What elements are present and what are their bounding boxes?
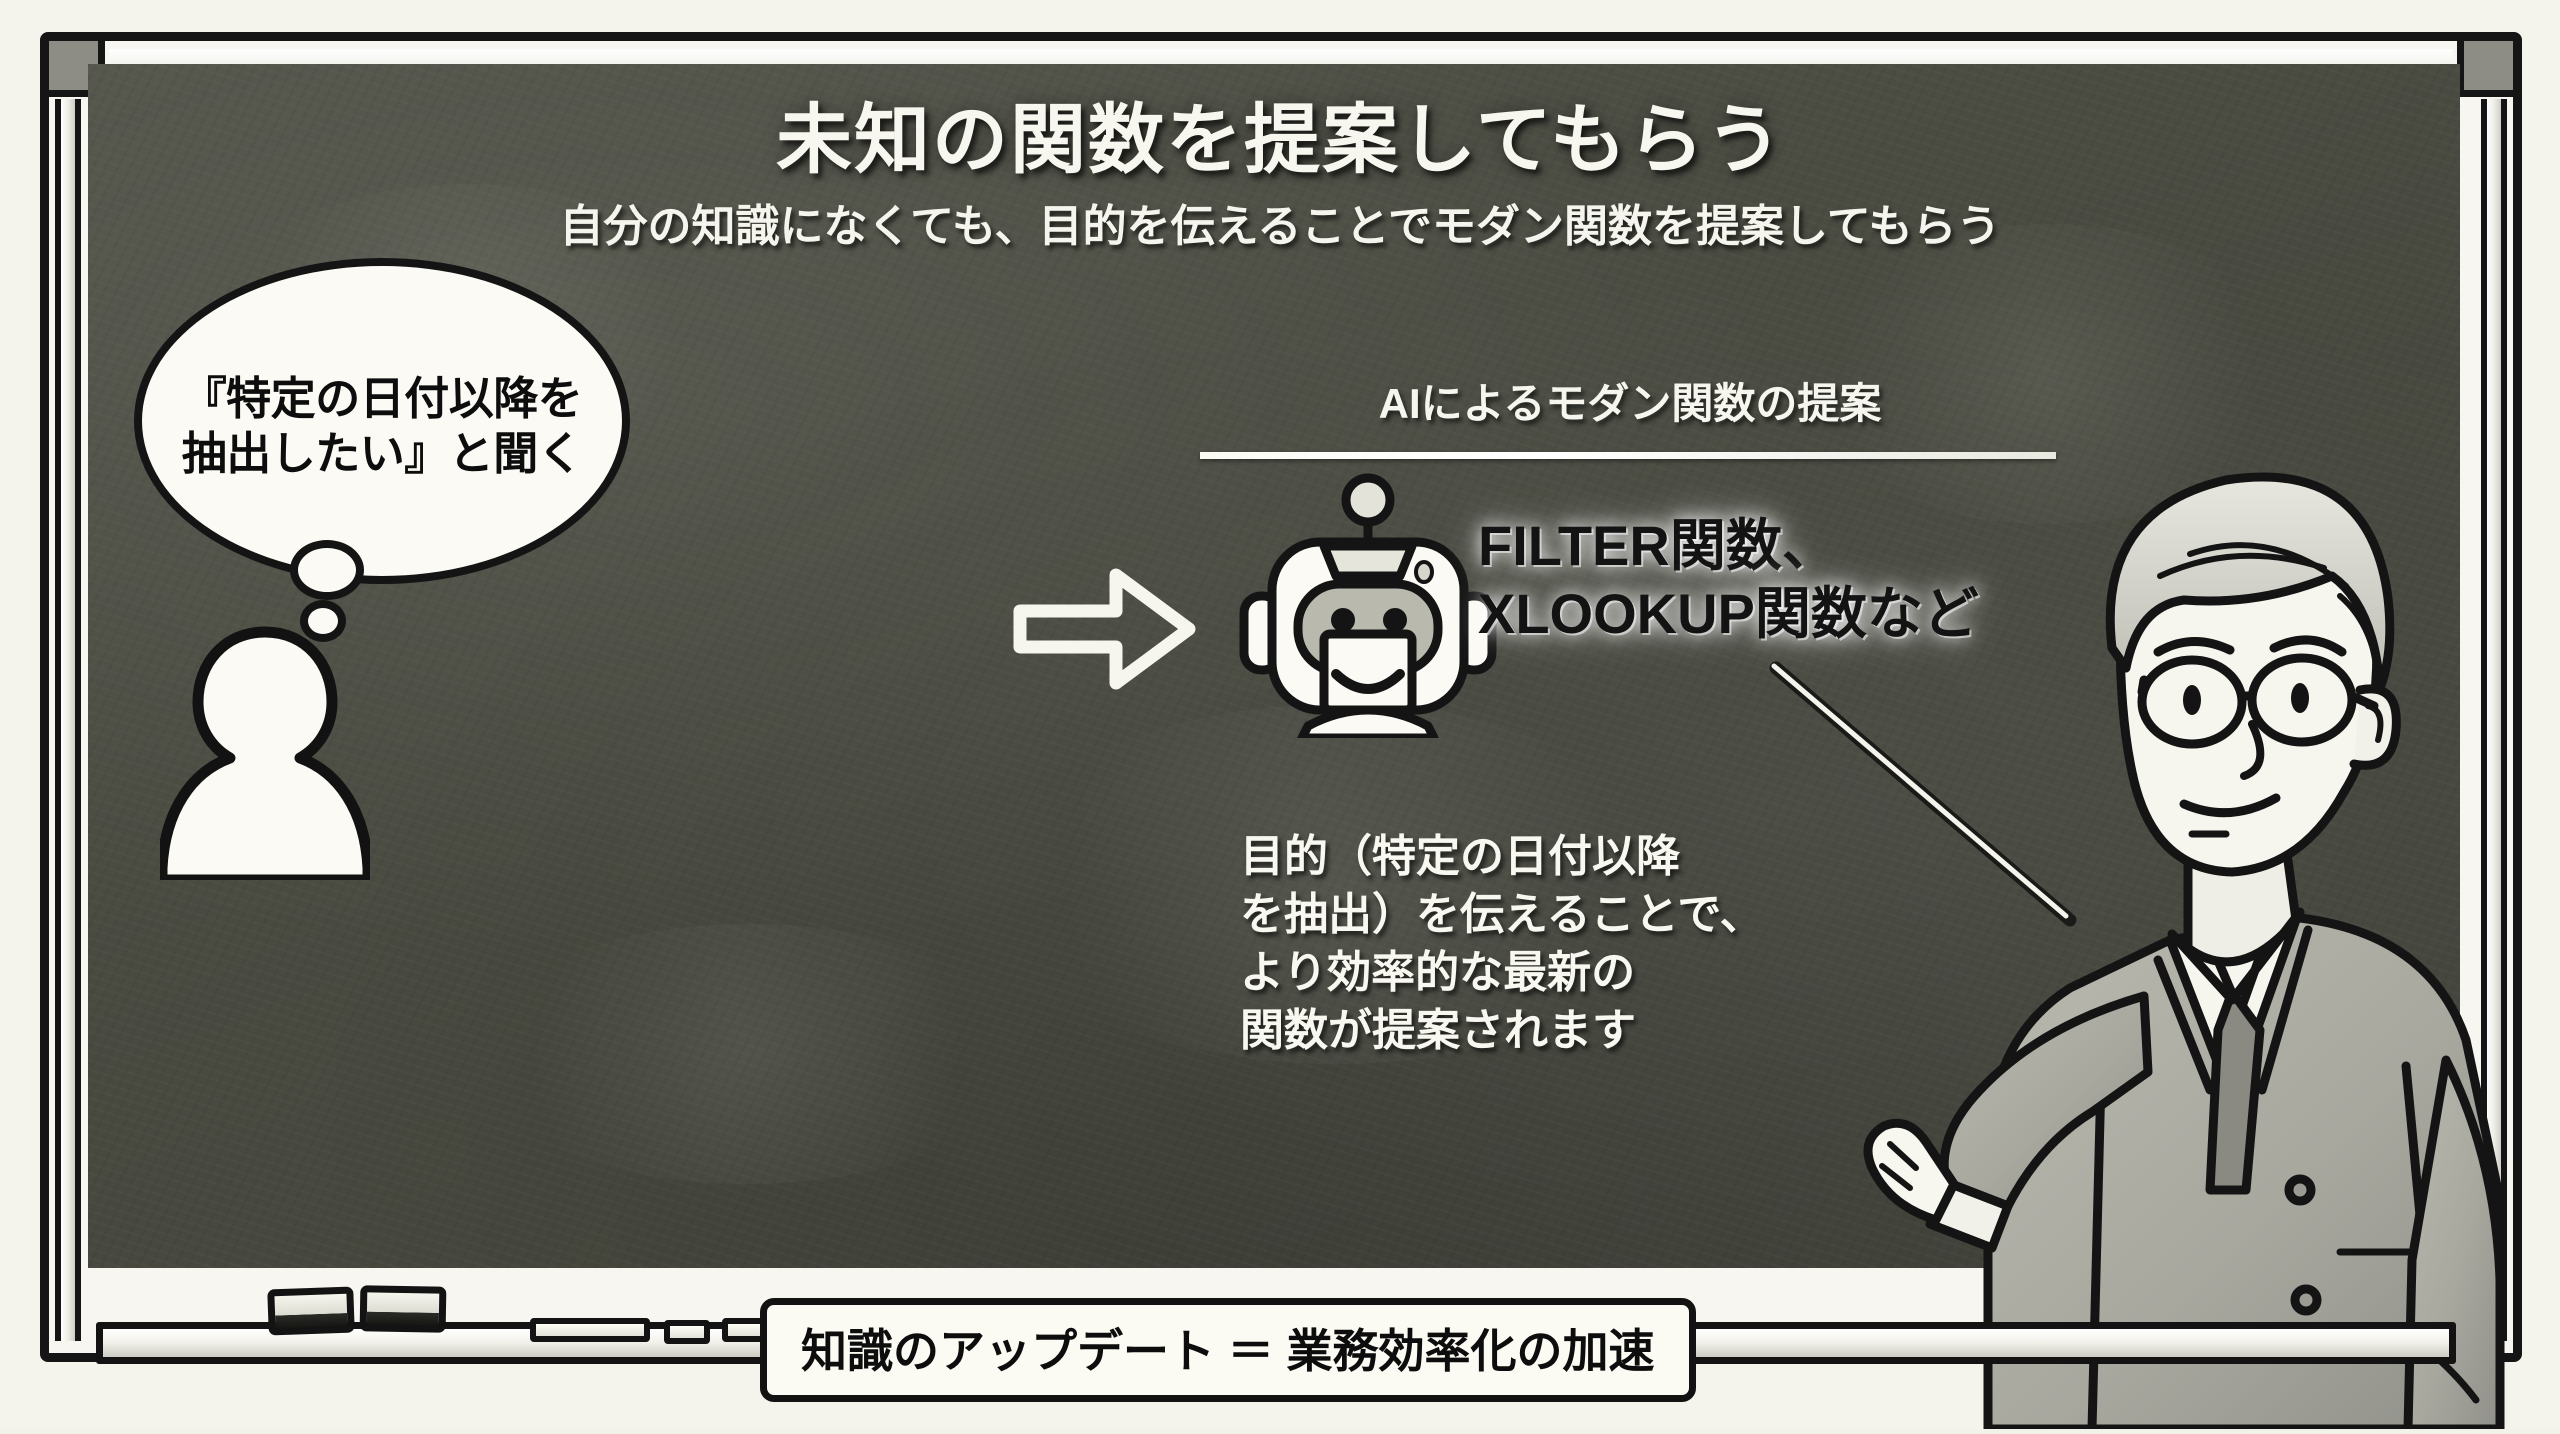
chalk-stick (530, 1318, 650, 1342)
function-line-2: XLOOKUP関数など (1478, 582, 1979, 646)
chalkboard-eraser (359, 1285, 447, 1333)
explanation-text: 目的（特定の日付以降 を抽出）を伝えることで、 より効率的な最新の 関数が提案さ… (1240, 828, 1860, 1060)
frame-corner-top-right (2457, 41, 2513, 97)
right-arrow-icon (1012, 565, 1197, 693)
chalk-dust (468, 924, 1028, 1184)
thought-bubble-tail-large (290, 540, 364, 600)
robot-icon (1238, 468, 1498, 743)
page-title: 未知の関数を提案してもらう (776, 98, 1784, 183)
thought-bubble-line-1: 『特定の日付以降を (181, 373, 583, 425)
summary-banner: 知識のアップデート ＝ 業務効率化の加速 (760, 1298, 1696, 1402)
explanation-line-1: 目的（特定の日付以降 (1240, 832, 1680, 881)
explanation-line-2: を抽出）を伝えることで、 (1240, 890, 1764, 940)
thought-bubble: 『特定の日付以降を 抽出したい』と聞く (134, 258, 630, 584)
page-subtitle: 自分の知識になくても、目的を伝えることでモダン関数を提案してもらう (559, 202, 2001, 251)
suggested-functions-list: FILTER関数、 XLOOKUP関数など (1478, 512, 2128, 649)
frame-rail-left (55, 99, 81, 1341)
thought-bubble-text: 『特定の日付以降を 抽出したい』と聞く (182, 372, 583, 482)
thought-bubble-line-2: 抽出したい』と聞く (181, 428, 583, 479)
function-line-1: FILTER関数、 (1478, 514, 1838, 577)
teacher-illustration (1740, 400, 2530, 1434)
explanation-line-4: 関数が提案されます (1240, 1006, 1636, 1056)
thought-bubble-tail-small (300, 600, 346, 642)
chalkboard-eraser (267, 1286, 355, 1336)
ai-panel-heading: AIによるモダン関数の提案 (1378, 380, 1882, 427)
explanation-line-3: より効率的な最新の (1240, 948, 1636, 998)
chalk-stick (664, 1320, 710, 1344)
person-silhouette-icon (156, 620, 374, 886)
ai-panel-divider (1200, 452, 2056, 459)
